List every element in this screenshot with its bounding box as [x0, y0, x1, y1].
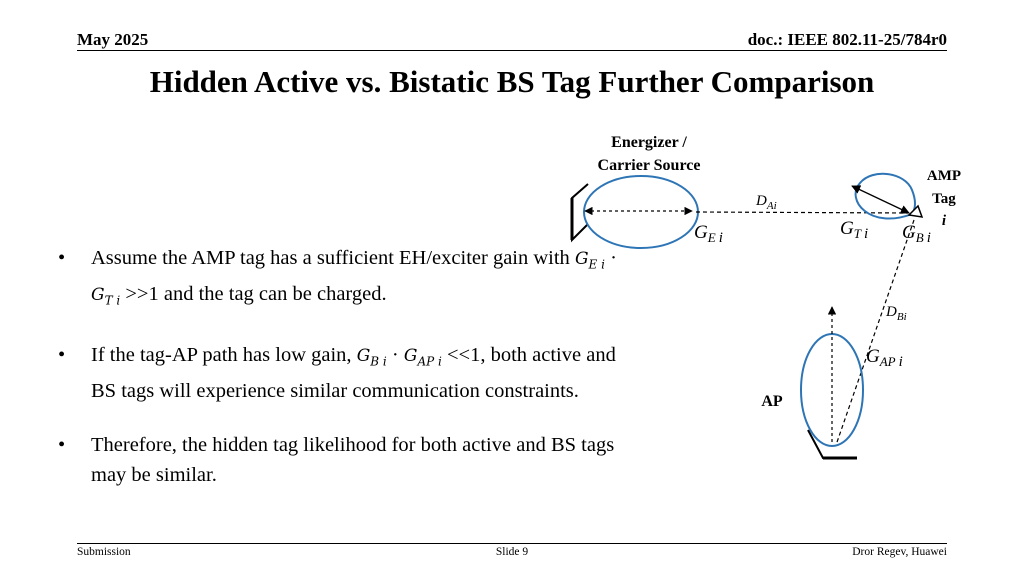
path-d-bi	[835, 219, 915, 446]
bullet-2-gap: GAP i	[403, 345, 442, 369]
bullet-1-ge: GE i	[574, 249, 605, 272]
header-doc-id: doc.: IEEE 802.11-25/784r0	[747, 30, 947, 49]
ap-antenna	[807, 429, 857, 460]
footer-submission: Submission	[77, 546, 131, 558]
path-d-ai	[695, 211, 909, 214]
bullet-2-pre: If the tag-AP path has low gain,	[91, 343, 357, 366]
bullet-1-gt: GT i	[91, 285, 121, 308]
label-d-bi: DBi	[885, 304, 907, 323]
d-ai-sub: Ai	[766, 200, 777, 212]
amp-tag-gain-lobe	[854, 172, 916, 220]
g-api-sub: AP	[879, 354, 896, 369]
bullet-item-3: • Therefore, the hidden tag likelihood f…	[58, 430, 638, 490]
g-bi-sub: B	[916, 230, 924, 245]
gt-base: G	[91, 285, 105, 306]
bullet-dot: •	[58, 434, 66, 457]
d-bi-sub: Bi	[897, 311, 907, 323]
bullet-2-dot: ·	[386, 343, 404, 366]
ge-sub: E i	[588, 257, 605, 272]
bullet-2-post: <<1, both active and BS tags will experi…	[91, 343, 616, 403]
g-ti-base: G	[840, 218, 854, 239]
label-d-ai: DAi	[755, 193, 777, 212]
bullet-1-dot: ·	[604, 247, 617, 269]
g-ei-idx: i	[719, 230, 723, 246]
bullet-1-post: >>1 and the tag can be charged.	[120, 283, 387, 306]
bullet-3-text: Therefore, the hidden tag likelihood for…	[91, 434, 615, 487]
footer-slide-number: Slide 9	[495, 546, 529, 558]
ap-label: AP	[761, 393, 783, 410]
bullet-dot: •	[58, 343, 66, 366]
energizer-antenna	[570, 183, 589, 243]
amp-label-line3: i	[942, 213, 947, 229]
bullet-item-2: • If the tag-AP path has low gain, GB i …	[58, 340, 638, 406]
gap-base: G	[403, 345, 418, 366]
g-ei-base: G	[694, 222, 708, 243]
g-ti-idx: i	[864, 226, 868, 242]
bullet-item-1: • Assume the AMP tag has a sufficient EH…	[58, 243, 638, 316]
amp-tag-symbol	[907, 204, 924, 218]
bullet-2-gb: GB i	[356, 345, 387, 369]
energizer-label-line2: Carrier Source	[598, 157, 701, 174]
g-api-idx: i	[899, 354, 903, 370]
g-api-base: G	[866, 346, 880, 367]
g-bi-idx: i	[927, 230, 931, 246]
gb-base: G	[356, 345, 371, 366]
gt-sub: T i	[104, 293, 121, 308]
gb-sub: B i	[370, 354, 387, 369]
amp-label-line1: AMP	[927, 168, 961, 184]
g-ti-sub: T	[854, 226, 862, 241]
g-ei-sub: E	[707, 230, 716, 245]
d-bi-base: D	[885, 304, 897, 320]
bullet-dot: •	[58, 247, 66, 269]
footer-author: Dror Regev, Huawei	[852, 546, 947, 558]
bullet-list: • Assume the AMP tag has a sufficient EH…	[58, 243, 638, 514]
header-rule	[77, 50, 947, 51]
energizer-label-line1: Energizer /	[611, 134, 687, 151]
energizer-gain-ellipse	[583, 175, 699, 249]
tag-gain-arrow	[851, 185, 910, 214]
amp-label-line2: Tag	[932, 191, 956, 207]
bullet-1-pre: Assume the AMP tag has a sufficient EH/e…	[91, 247, 575, 269]
slide-title: Hidden Active vs. Bistatic BS Tag Furthe…	[149, 64, 875, 99]
d-ai-base: D	[755, 193, 767, 209]
header-date: May 2025	[77, 30, 149, 49]
g-bi-base: G	[902, 222, 916, 243]
gap-sub: AP i	[417, 354, 442, 369]
ge-base: G	[574, 249, 589, 269]
footer-rule	[77, 543, 947, 544]
